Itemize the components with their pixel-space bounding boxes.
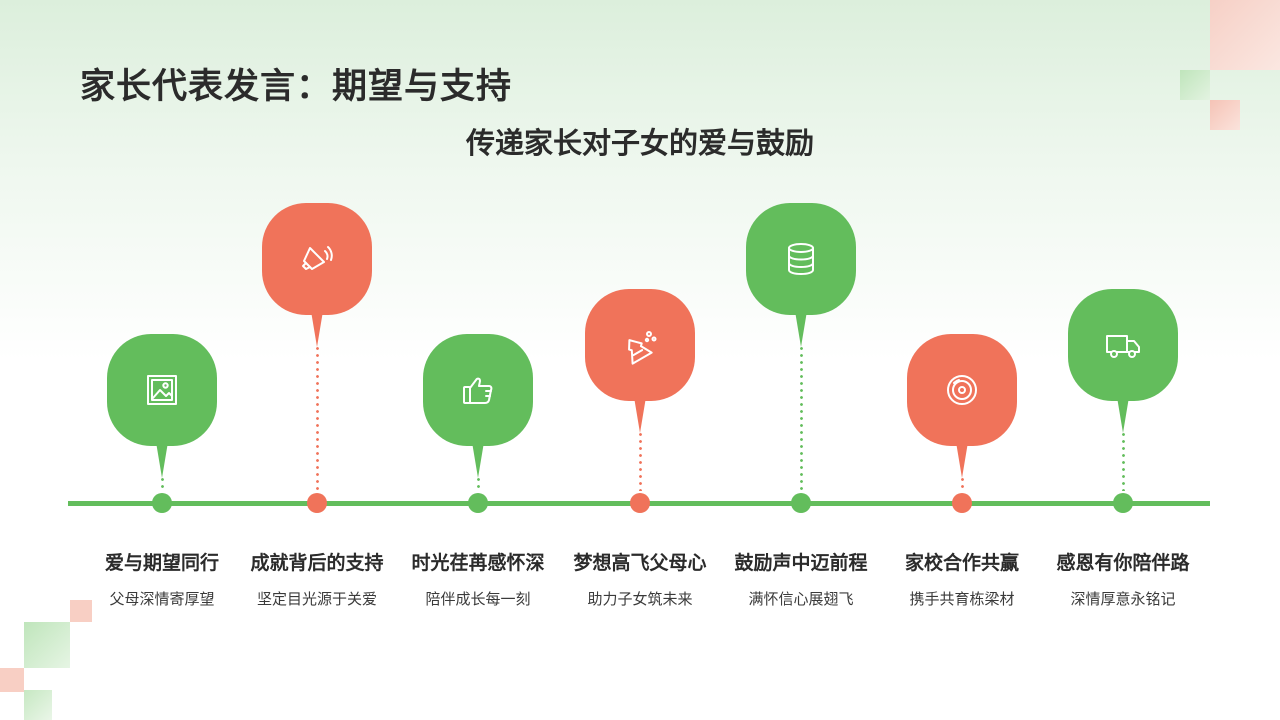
page-title: 家长代表发言：期望与支持	[80, 67, 513, 107]
flask-icon	[628, 331, 657, 365]
page-subtitle: 传递家长对子女的爱与鼓励	[465, 126, 814, 160]
dotted-connector	[477, 476, 480, 491]
milestone-bubble[interactable]	[262, 203, 372, 315]
decor-square	[24, 622, 70, 668]
decor-square	[1210, 100, 1240, 130]
milestone-4: 梦想高飞父母心 助力子女筑未来	[573, 0, 707, 720]
bubble-pointer	[472, 442, 484, 478]
dotted-connector	[1122, 431, 1125, 491]
milestone-description: 助力子女筑未来	[587, 590, 693, 608]
milestone-label: 家校合作共赢	[904, 552, 1019, 574]
milestone-3: 时光荏苒感怀深 陪伴成长每一刻	[411, 0, 545, 720]
decor-square	[24, 690, 52, 720]
bubble-pointer	[956, 442, 968, 478]
dotted-connector	[316, 345, 319, 491]
milestone-description: 坚定目光源于关爱	[256, 590, 377, 608]
milestone-label: 感恩有你陪伴路	[1056, 552, 1190, 574]
database-icon	[788, 243, 814, 275]
bubble-pointer	[156, 442, 168, 478]
milestone-description: 陪伴成长每一刻	[425, 590, 531, 608]
decor-square	[1180, 70, 1210, 100]
bubble-pointer	[311, 311, 323, 347]
decor-square	[0, 668, 24, 692]
megaphone-icon	[302, 246, 333, 270]
milestone-6: 家校合作共赢 携手共育栋梁材	[905, 0, 1019, 720]
timeline-dot	[791, 493, 811, 513]
milestone-2: 成就背后的支持 坚定目光源于关爱	[250, 0, 384, 720]
bubble-pointer	[795, 311, 807, 347]
picture-icon	[147, 375, 177, 405]
milestone-description: 携手共育栋梁材	[909, 590, 1015, 608]
milestone-bubble[interactable]	[423, 334, 533, 446]
milestone-7: 感恩有你陪伴路 深情厚意永铭记	[1056, 0, 1190, 720]
milestone-description: 满怀信心展翅飞	[748, 590, 854, 608]
timeline-dot	[952, 493, 972, 513]
corner-decoration-top-right	[1210, 0, 1280, 70]
milestone-description: 父母深情寄厚望	[109, 590, 215, 608]
milestone-label: 鼓励声中迈前程	[734, 552, 868, 574]
timeline-dot	[307, 493, 327, 513]
timeline-dot	[468, 493, 488, 513]
thumbs-up-icon	[463, 377, 493, 404]
timeline-dot	[630, 493, 650, 513]
milestone-1: 爱与期望同行 父母深情寄厚望	[105, 0, 219, 720]
milestone-bubble[interactable]	[907, 334, 1017, 446]
dotted-connector	[800, 345, 803, 491]
disc-icon	[947, 375, 977, 405]
milestone-label: 爱与期望同行	[104, 552, 219, 574]
milestone-bubble[interactable]	[107, 334, 217, 446]
milestone-bubble[interactable]	[585, 289, 695, 401]
milestone-description: 深情厚意永铭记	[1070, 590, 1176, 608]
bubble-pointer	[1117, 397, 1129, 433]
milestone-label: 成就背后的支持	[250, 552, 384, 574]
dotted-connector	[161, 476, 164, 491]
timeline-dot	[152, 493, 172, 513]
milestone-label: 时光荏苒感怀深	[411, 552, 545, 574]
timeline-dot	[1113, 493, 1133, 513]
dotted-connector	[639, 431, 642, 491]
milestone-bubble[interactable]	[1068, 289, 1178, 401]
dotted-connector	[961, 476, 964, 491]
bubble-pointer	[634, 397, 646, 433]
truck-icon	[1106, 335, 1140, 358]
milestone-label: 梦想高飞父母心	[573, 552, 707, 574]
decor-square	[70, 600, 92, 622]
milestone-5: 鼓励声中迈前程 满怀信心展翅飞	[734, 0, 868, 720]
milestone-bubble[interactable]	[746, 203, 856, 315]
